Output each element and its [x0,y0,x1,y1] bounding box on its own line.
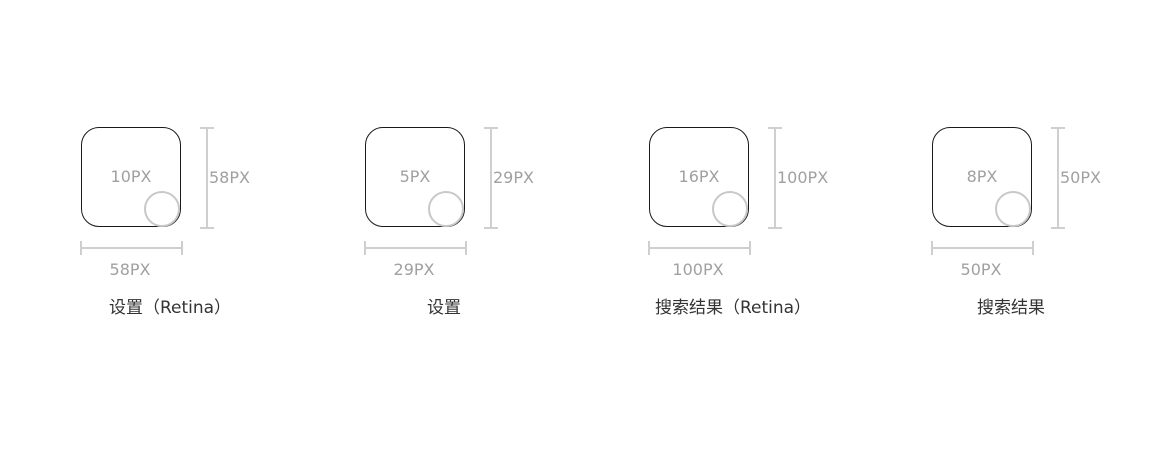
height-dimension-line [768,127,782,229]
corner-radius-label: 8PX [966,167,998,186]
width-dimension-line [931,241,1034,255]
corner-radius-label: 10PX [110,167,152,186]
height-dimension-line [1051,127,1065,229]
icon-spec-settings-retina: 10PX 58PX 58PX 设置（Retina） [80,0,320,455]
spec-caption: 设置 [427,298,461,318]
width-label: 29PX [393,260,435,279]
corner-radius-circle [428,191,464,227]
spec-caption: 搜索结果（Retina） [654,298,812,318]
corner-radius-circle [144,191,180,227]
height-label: 100PX [777,168,829,187]
icon-outline: 8PX [932,127,1032,227]
width-dimension-line [648,241,751,255]
height-label: 50PX [1060,168,1101,187]
corner-radius-circle [995,191,1031,227]
icon-outline: 16PX [649,127,749,227]
width-label: 50PX [960,260,1002,279]
height-label: 58PX [209,168,250,187]
spec-caption: 搜索结果 [977,298,1045,318]
width-label: 100PX [672,260,724,279]
corner-radius-label: 16PX [678,167,720,186]
icon-spec-settings: 5PX 29PX 29PX 设置 [364,0,604,455]
icon-outline: 5PX [365,127,465,227]
spec-caption: 设置（Retina） [108,298,232,318]
corner-radius-circle [712,191,748,227]
corner-radius-label: 5PX [399,167,431,186]
height-dimension-line [200,127,214,229]
height-dimension-line [484,127,498,229]
width-label: 58PX [109,260,151,279]
icon-outline: 10PX [81,127,181,227]
height-label: 29PX [493,168,534,187]
icon-spec-search-results-retina: 16PX 100PX 100PX 搜索结果（Retina） [648,0,888,455]
icon-spec-search-results: 8PX 50PX 50PX 搜索结果 [931,0,1161,455]
width-dimension-line [80,241,183,255]
width-dimension-line [364,241,467,255]
